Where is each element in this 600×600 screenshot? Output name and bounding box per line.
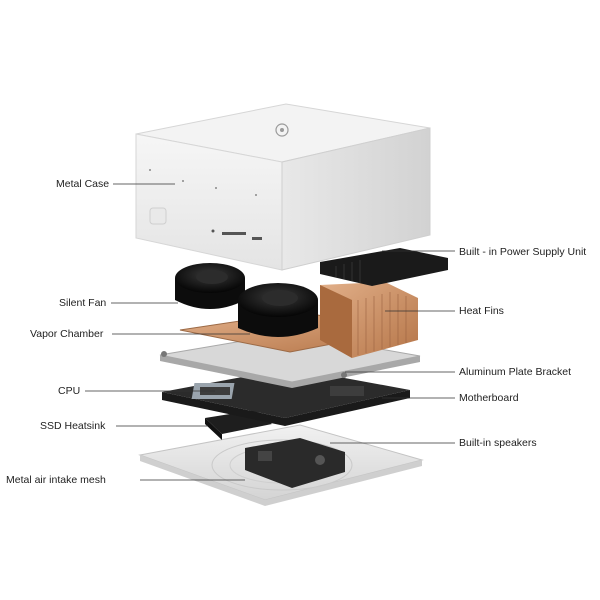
speaker-module (245, 438, 345, 488)
label-ssd-heatsink: SSD Heatsink (40, 420, 106, 432)
heat-fins (320, 282, 418, 358)
label-silent-fan: Silent Fan (59, 297, 107, 309)
label-aluminum-plate-bracket: Aluminum Plate Bracket (459, 366, 572, 378)
label-metal-case: Metal Case (56, 178, 110, 190)
metal-case (135, 103, 431, 271)
label-built-in-speakers: Built-in speakers (459, 437, 537, 449)
label-power-supply-unit: Built - in Power Supply Unit (459, 246, 587, 258)
label-heat-fins: Heat Fins (459, 305, 504, 317)
label-cpu: CPU (58, 385, 81, 397)
label-motherboard: Motherboard (459, 392, 519, 404)
leader-lines (85, 183, 455, 481)
power-supply-unit (320, 248, 448, 286)
silent-fan (175, 263, 318, 337)
label-vapor-chamber: Vapor Chamber (30, 328, 104, 340)
label-air-intake-mesh: Metal air intake mesh (6, 474, 106, 486)
